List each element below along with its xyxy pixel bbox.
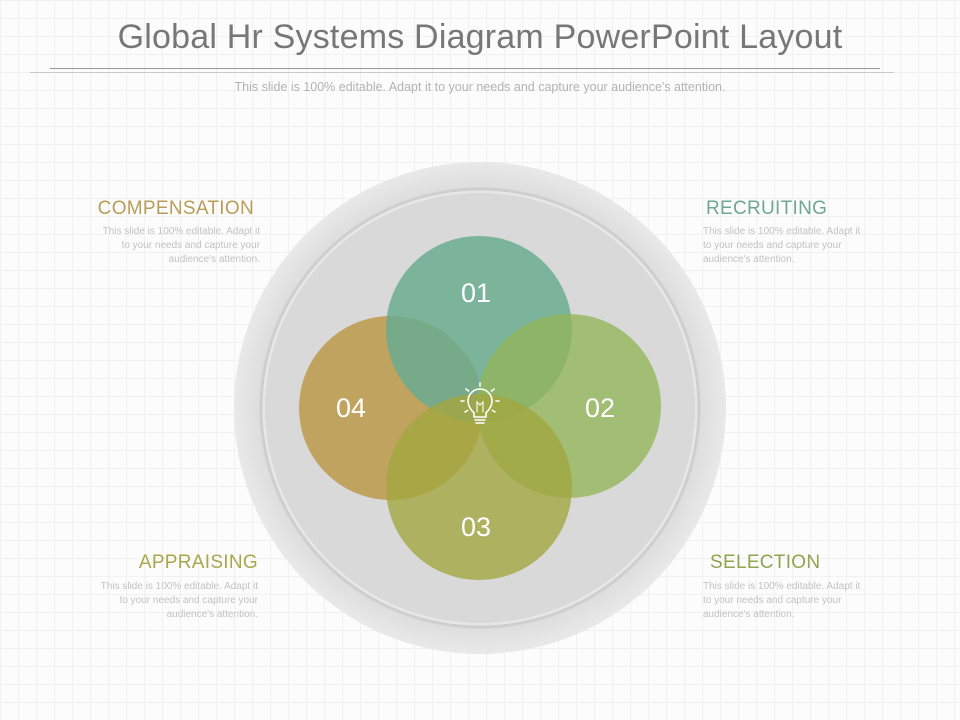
title-divider-secondary: [30, 72, 894, 73]
selection-description: This slide is 100% editable. Adapt it to…: [703, 580, 903, 622]
selection-desc-line: audience's attention.: [703, 609, 795, 620]
circle-01-label: 01: [461, 278, 491, 308]
selection-desc-line: to your needs and capture your: [703, 595, 842, 606]
appraising-desc-line: to your needs and capture your: [119, 595, 258, 606]
compensation-desc-line: to your needs and capture your: [121, 240, 260, 251]
circle-02-label: 02: [585, 393, 615, 423]
compensation-desc-line: This slide is 100% editable. Adapt it: [102, 226, 260, 237]
appraising-desc-line: This slide is 100% editable. Adapt it: [100, 581, 258, 592]
recruiting-desc-line: to your needs and capture your: [703, 240, 842, 251]
recruiting-description: This slide is 100% editable. Adapt it to…: [703, 225, 903, 267]
circle-03-label: 03: [461, 512, 491, 542]
appraising-desc-line: audience's attention.: [166, 609, 258, 620]
selection-desc-line: This slide is 100% editable. Adapt it: [703, 581, 861, 592]
compensation-heading: COMPENSATION: [97, 198, 254, 219]
recruiting-desc-line: audience's attention.: [703, 254, 795, 265]
appraising-description: This slide is 100% editable. Adapt it to…: [58, 580, 258, 622]
recruiting-desc-line: This slide is 100% editable. Adapt it: [703, 226, 861, 237]
circle-03: [386, 394, 572, 580]
title-divider: [50, 68, 880, 69]
compensation-desc-line: audience's attention.: [168, 254, 260, 265]
selection-heading: SELECTION: [710, 552, 821, 573]
appraising-heading: APPRAISING: [138, 552, 258, 573]
recruiting-heading: RECRUITING: [706, 198, 828, 219]
lightbulb-icon: [460, 382, 500, 424]
circle-04-label: 04: [336, 393, 366, 423]
compensation-description: This slide is 100% editable. Adapt it to…: [60, 225, 260, 267]
page-subtitle: This slide is 100% editable. Adapt it to…: [234, 80, 726, 94]
page-title: Global Hr Systems Diagram PowerPoint Lay…: [117, 18, 843, 56]
